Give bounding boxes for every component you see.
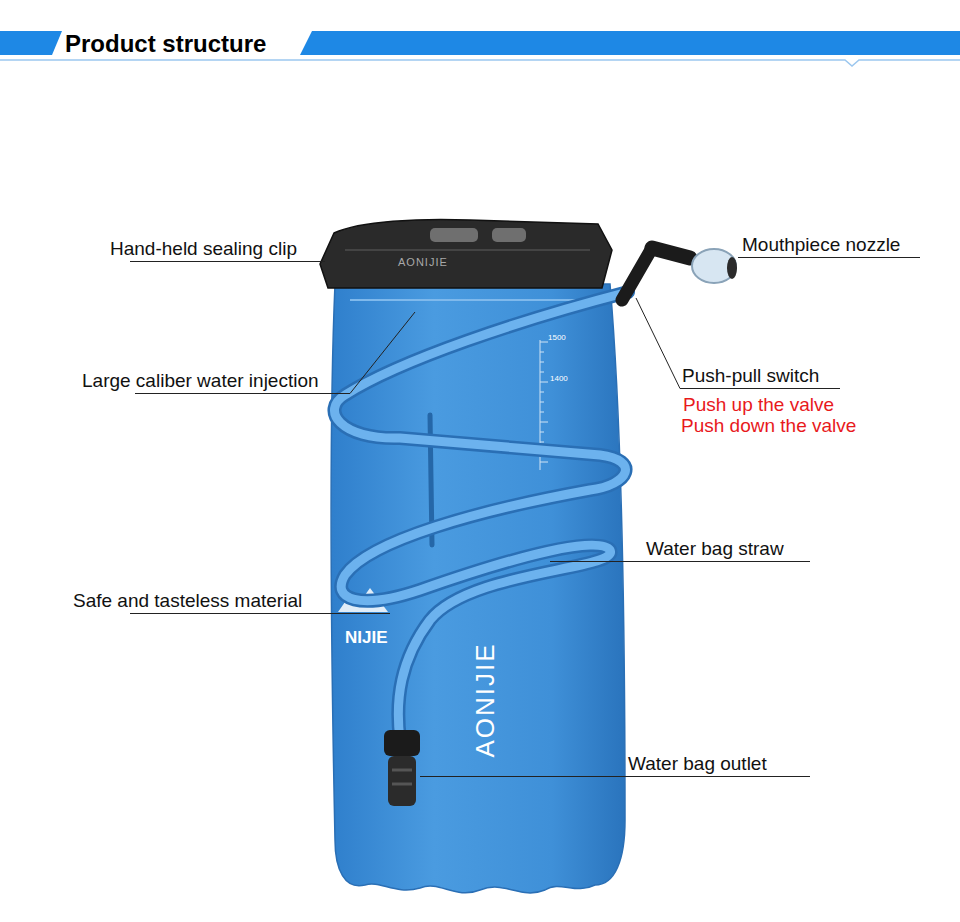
leader-underline: [680, 388, 840, 389]
part-label: Mouthpiece nozzle: [742, 234, 900, 256]
part-label: Hand-held sealing clip: [110, 238, 297, 260]
leader-line: [350, 312, 415, 394]
part-label: Water bag straw: [646, 538, 784, 560]
header-band-right: [300, 31, 960, 55]
leader-underline: [135, 393, 350, 394]
header-rule: [0, 60, 960, 66]
brand-mark: AONIJIE: [398, 256, 448, 269]
clip-handle-hole: [492, 228, 526, 242]
mouthpiece-elbow: [652, 248, 690, 258]
brand-mark: NIJIE: [345, 628, 388, 648]
nozzle-tip: [727, 257, 737, 279]
outlet-connector: [388, 756, 416, 806]
push-pull-switch: [622, 248, 652, 300]
part-label: Water bag outlet: [628, 753, 767, 775]
clip-handle-hole: [430, 228, 478, 242]
volume-mark: 1400: [550, 374, 568, 383]
connector-ribs: [392, 770, 412, 784]
sealing-clip: [320, 219, 612, 288]
brand-mark: AONIJIE: [470, 642, 500, 757]
valve-note: Push up the valve: [683, 394, 834, 416]
mouthpiece-nozzle: [692, 249, 736, 283]
part-label: Safe and tasteless material: [73, 590, 302, 612]
page-title: Product structure: [65, 30, 266, 58]
leader-line: [636, 298, 680, 389]
leader-underline: [738, 257, 920, 258]
part-label: Push-pull switch: [682, 365, 819, 387]
volume-mark: 1500: [548, 333, 566, 342]
water-bag-outlet: [384, 730, 420, 756]
leader-underline: [130, 261, 325, 262]
part-label: Large caliber water injection: [82, 370, 319, 392]
leader-underline: [420, 776, 810, 777]
leader-underline: [550, 561, 810, 562]
clip-groove: [345, 249, 590, 251]
fill-line: [350, 299, 600, 301]
valve-note: Push down the valve: [681, 415, 856, 437]
header-band-left: [0, 31, 62, 55]
leader-underline: [130, 613, 390, 614]
